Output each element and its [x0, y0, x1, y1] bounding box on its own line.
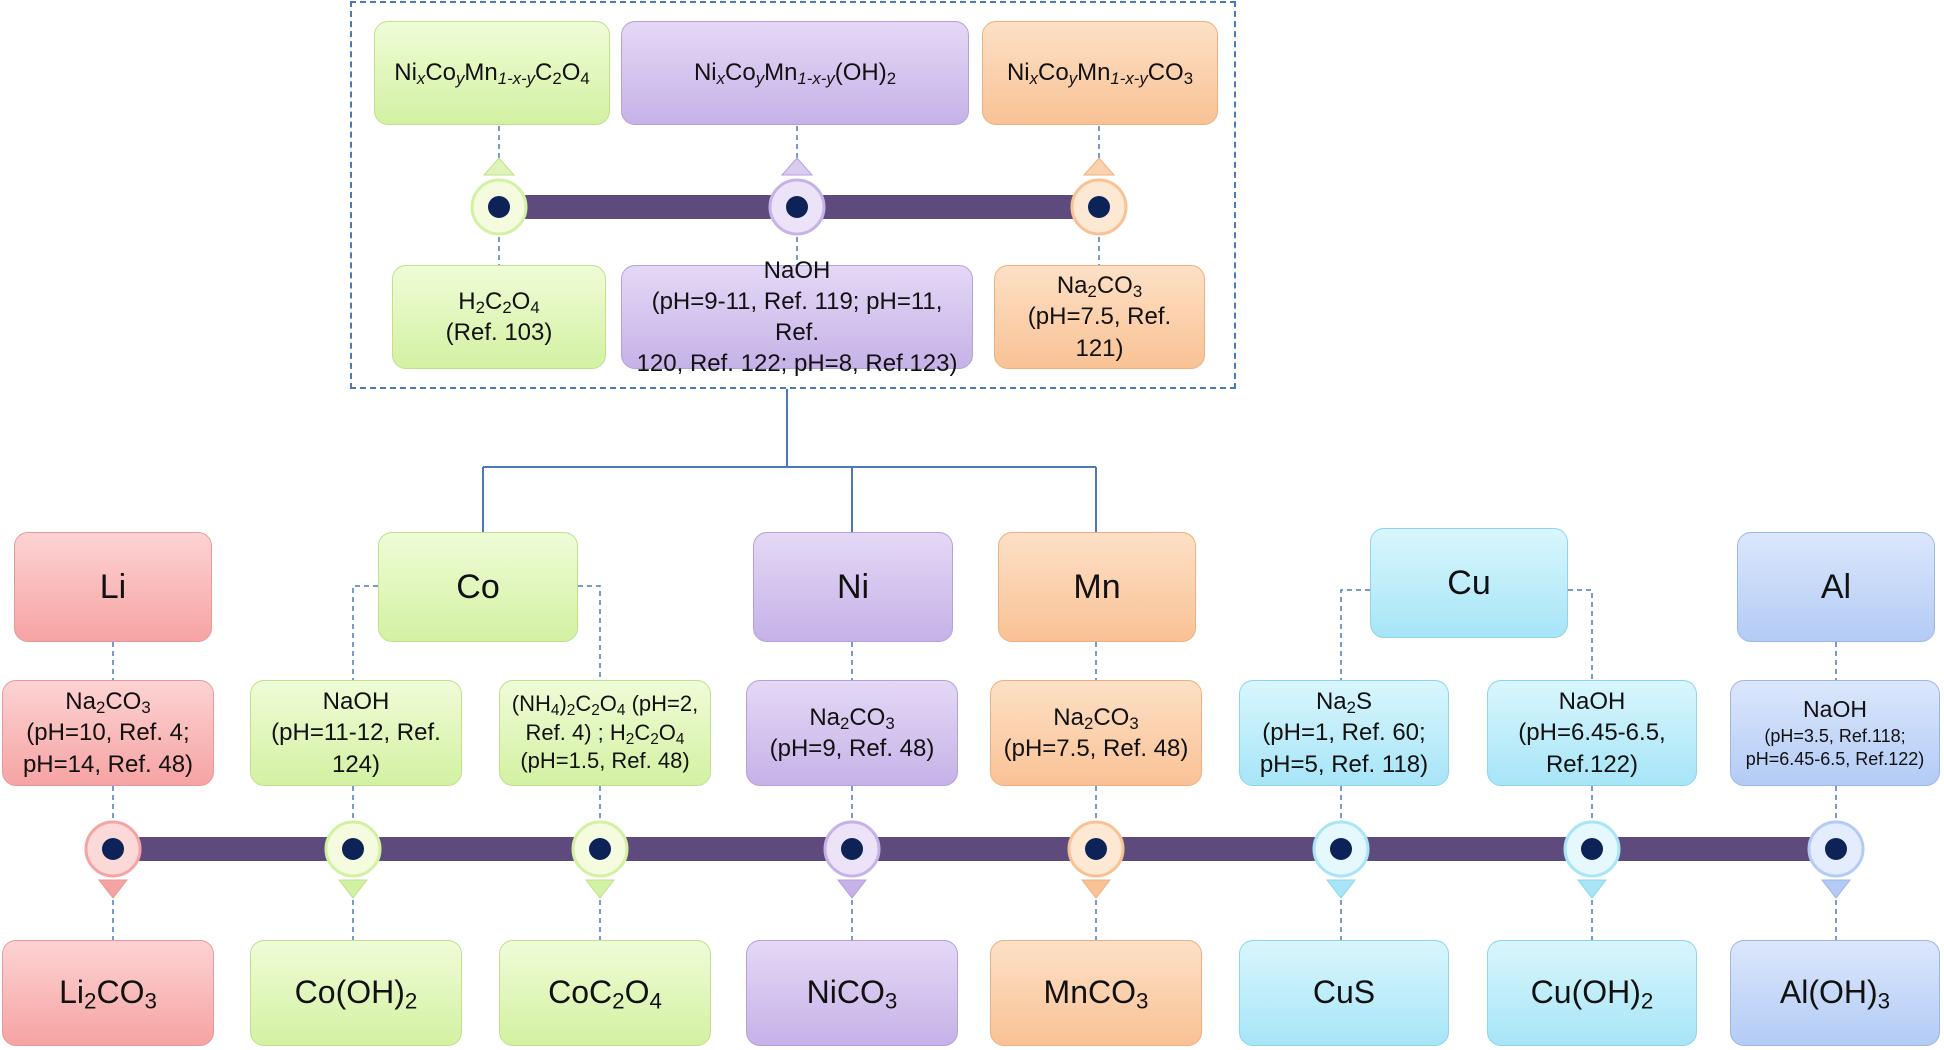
condition-al: NaOH(pH=3.5, Ref.118;pH=6.45-6.5, Ref.12…: [1730, 680, 1940, 786]
condition-co-oxalate: (NH4)2C2O4 (pH=2,Ref. 4) ; H2C2O4(pH=1.5…: [499, 680, 711, 786]
down-arrow-icon: [1080, 879, 1112, 899]
down-arrow-icon: [97, 879, 129, 899]
condition-cu-hydroxide: NaOH(pH=6.45-6.5,Ref.122): [1487, 680, 1697, 786]
top-reagent-naoh: NaOH(pH=9-11, Ref. 119; pH=11, Ref.120, …: [621, 257, 973, 377]
condition-li: Na2CO3(pH=10, Ref. 4;pH=14, Ref. 48): [2, 680, 214, 786]
condition-cu-sulfide: Na2S(pH=1, Ref. 60;pH=5, Ref. 118): [1239, 680, 1449, 786]
up-arrow-icon: [1082, 157, 1116, 176]
metal-li: Li: [14, 532, 212, 642]
tree-lines: [482, 389, 1097, 534]
down-arrow-icon: [584, 879, 616, 899]
top-nodes: [470, 178, 1128, 236]
product-cus: CuS: [1239, 940, 1449, 1046]
down-arrow-icon: [337, 879, 369, 899]
precursor-group-frame: [350, 1, 1236, 389]
bottom-nodes: [84, 820, 1865, 878]
metal-ni: Ni: [753, 532, 953, 642]
down-arrow-icon: [1820, 879, 1852, 899]
top-product-carbonate: NixCoyMn1-x-yCO3: [982, 21, 1218, 125]
down-arrow-icon: [1576, 879, 1608, 899]
top-reagent-na2co3: Na2CO3(pH=7.5, Ref.121): [994, 265, 1205, 369]
product-al-oh3: Al(OH)3: [1730, 940, 1940, 1046]
up-arrow-icon: [780, 157, 814, 176]
condition-ni: Na2CO3(pH=9, Ref. 48): [746, 680, 958, 786]
product-nico3: NiCO3: [746, 940, 958, 1046]
bottom-timeline-bar: [113, 837, 1836, 861]
up-arrow-icon: [482, 157, 516, 176]
top-product-hydroxide: NixCoyMn1-x-y(OH)2: [621, 21, 969, 125]
top-product-oxalate: NixCoyMn1-x-yC2O4: [374, 21, 610, 125]
down-arrows: [97, 879, 1852, 899]
down-arrow-icon: [836, 879, 868, 899]
product-co-oh2: Co(OH)2: [250, 940, 462, 1046]
product-mnco3: MnCO3: [990, 940, 1202, 1046]
metal-cu: Cu: [1370, 528, 1568, 638]
top-reagent-oxalic-acid: H2C2O4(Ref. 103): [392, 265, 606, 369]
metal-al: Al: [1737, 532, 1935, 642]
dashed-connectors: [112, 126, 1837, 940]
down-arrow-icon: [1325, 879, 1357, 899]
product-cu-oh2: Cu(OH)2: [1487, 940, 1697, 1046]
metal-co: Co: [378, 532, 578, 642]
condition-mn: Na2CO3(pH=7.5, Ref. 48): [990, 680, 1202, 786]
condition-co-hydroxide: NaOH(pH=11-12, Ref.124): [250, 680, 462, 786]
metal-mn: Mn: [998, 532, 1196, 642]
product-li2co3: Li2CO3: [2, 940, 214, 1046]
product-coc2o4: CoC2O4: [499, 940, 711, 1046]
